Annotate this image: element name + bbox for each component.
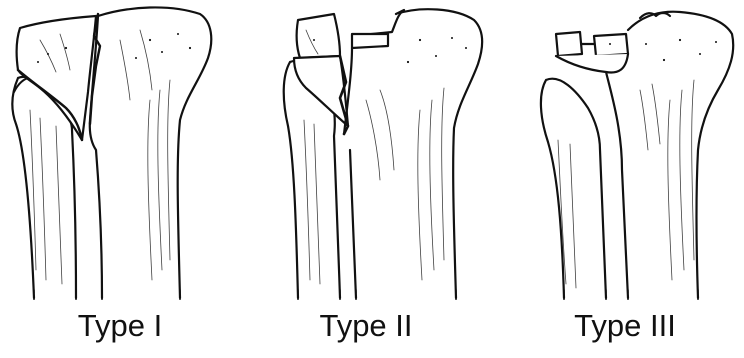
bone-illustrations xyxy=(0,0,744,300)
type-3-illustration xyxy=(541,12,733,300)
type-3-fibula xyxy=(541,79,606,298)
type-2-tibia xyxy=(344,9,482,298)
type-3-epiphysis-fragment-1 xyxy=(556,32,582,56)
type-2-epiphysis-fragment xyxy=(297,14,340,58)
type-1-illustration xyxy=(12,7,211,300)
type-1-label: Type I xyxy=(40,308,200,344)
type-2-illustration xyxy=(284,9,482,300)
type-3-label: Type III xyxy=(545,308,705,344)
type-3-epiphysis-fragment-2 xyxy=(594,34,628,56)
type-2-label: Type II xyxy=(286,308,446,344)
